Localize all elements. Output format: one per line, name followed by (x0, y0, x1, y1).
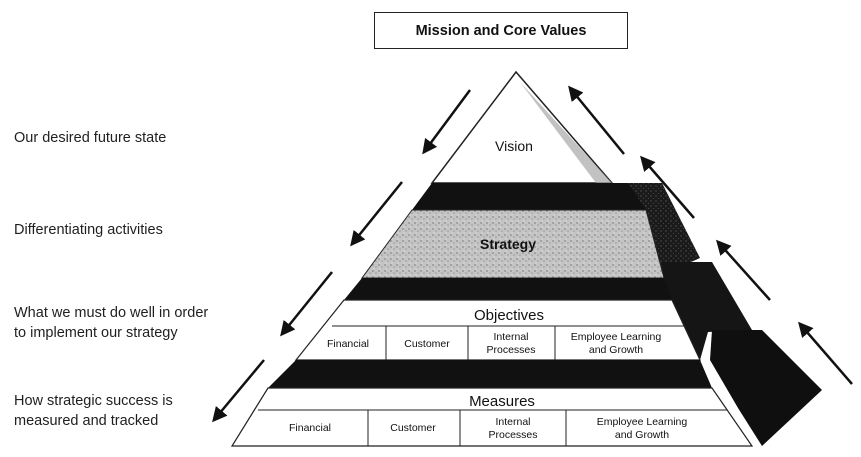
objectives-cell-internal-line1: Internal (493, 331, 528, 343)
objectives-label: Objectives (474, 307, 544, 324)
arrow-right-2 (640, 155, 695, 219)
objectives-cell-financial: Financial (327, 338, 369, 350)
objectives-cell-customer: Customer (404, 338, 450, 350)
mission-core-values-box: Mission and Core Values (374, 12, 628, 49)
measures-cell-internal-line2: Processes (488, 429, 537, 441)
label-objectives-description-line1: What we must do well in order (14, 305, 209, 321)
arrow-left-2 (350, 181, 403, 247)
arrow-left-4 (212, 359, 265, 423)
band-measures-top (268, 360, 712, 388)
measures-cell-learning-line1: Employee Learning (597, 416, 688, 428)
label-strategy-description: Differentiating activities (14, 222, 163, 238)
arrow-right-1 (568, 85, 625, 155)
shadow-face-measures (710, 330, 822, 446)
vision-label: Vision (495, 138, 533, 154)
measures-cell-learning-line2: and Growth (615, 429, 669, 441)
objectives-cell-learning-line1: Employee Learning (571, 331, 662, 343)
objectives-cell-internal-line2: Processes (486, 344, 535, 356)
label-objectives-description-line2: to implement our strategy (14, 325, 178, 341)
vision-shading (520, 82, 612, 183)
arrow-right-4 (798, 321, 853, 385)
objectives-cell-learning-line2: and Growth (589, 344, 643, 356)
measures-cell-customer: Customer (390, 422, 436, 434)
label-measures-description-line1: How strategic success is (14, 393, 173, 409)
band-strategy-top (412, 183, 646, 210)
measures-tier (230, 387, 754, 447)
measures-cell-financial: Financial (289, 422, 331, 434)
label-vision-description: Our desired future state (14, 130, 167, 146)
measures-label: Measures (469, 393, 535, 410)
band-objectives-top (344, 278, 672, 300)
arrow-left-1 (422, 89, 472, 155)
strategy-label: Strategy (480, 236, 536, 252)
measures-cell-internal-line1: Internal (495, 416, 530, 428)
label-measures-description-line2: measured and tracked (14, 413, 159, 429)
shadow-face-objectives (660, 262, 752, 360)
arrow-left-3 (280, 271, 333, 337)
arrow-right-3 (715, 239, 771, 301)
